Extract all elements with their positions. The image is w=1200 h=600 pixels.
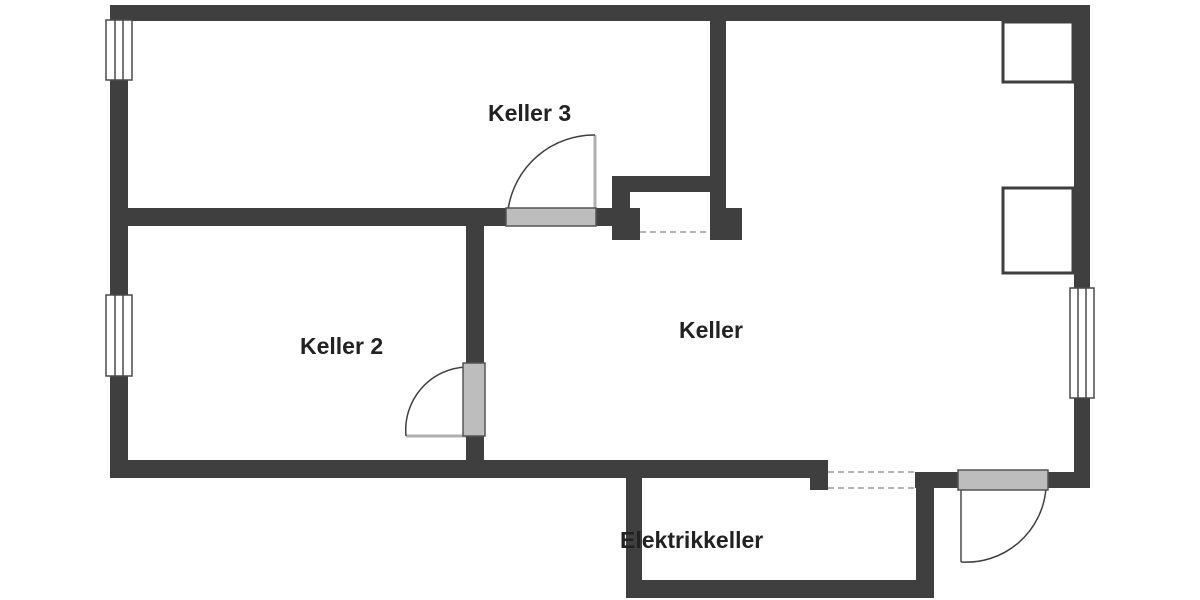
wall-k2-upper: [466, 208, 484, 363]
wall-outer-left-upper: [110, 80, 128, 295]
wall-k2-lower: [466, 436, 484, 478]
walls: [110, 5, 1090, 598]
wall-outer-right-lower: [1074, 398, 1090, 488]
wall-outer-left-lower: [110, 376, 128, 478]
wall-outer-top: [110, 5, 1090, 21]
room-label-keller: Keller: [679, 317, 743, 343]
room-label-keller2: Keller 2: [300, 333, 383, 359]
shaft-top: [612, 176, 726, 192]
wall-outer-right-upper: [1074, 5, 1090, 288]
window-right: [1069, 287, 1095, 399]
room-label-keller3: Keller 3: [488, 100, 571, 126]
wall-k3-right: [710, 5, 726, 210]
wall-elektrik-right: [916, 472, 934, 598]
shaft-right: [710, 208, 742, 240]
wall-stub-opening: [810, 460, 828, 490]
window-left-bottom: [105, 294, 133, 377]
room-label-elektrikkeller: Elektrikkeller: [620, 527, 763, 553]
window-left-top: [105, 19, 133, 81]
wall-mid-horizontal: [110, 208, 508, 226]
shaft-left: [612, 176, 630, 240]
opening-elektrikkeller: [828, 471, 915, 489]
door-entrance: [957, 469, 1049, 563]
wall-bottom-right-end: [1048, 472, 1090, 488]
fixture-box-upper: [1001, 20, 1075, 84]
shaft-inner-bar: [630, 208, 640, 240]
door-keller2: [404, 362, 486, 438]
wall-elektrik-bottom: [626, 580, 934, 598]
door-keller3: [505, 134, 597, 227]
fixture-box-lower: [1001, 186, 1075, 275]
wall-elektrik-left: [626, 460, 642, 598]
